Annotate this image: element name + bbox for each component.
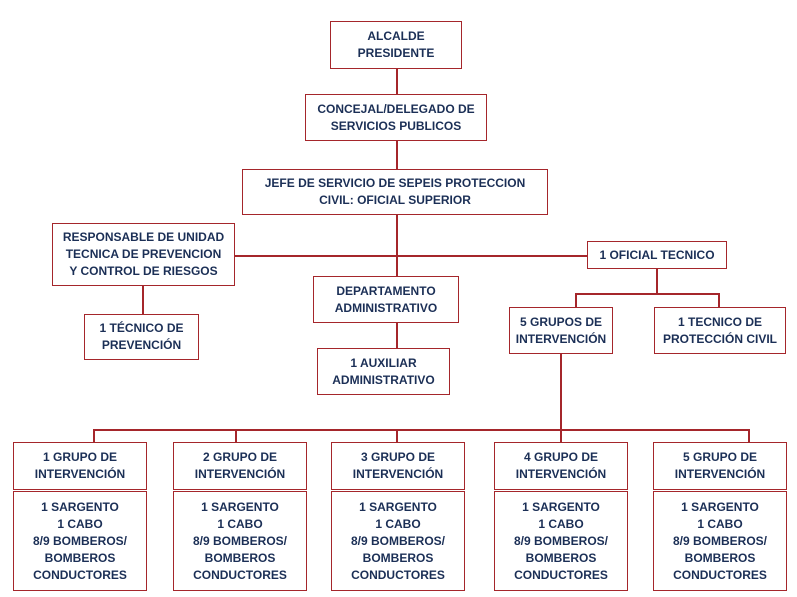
connector-line — [748, 429, 750, 442]
box-line: CONDUCTORES — [33, 567, 127, 582]
box-line: Y CONTROL DE RIESGOS — [69, 264, 218, 278]
alcalde-box: ALCALDE PRESIDENTE — [330, 21, 462, 69]
box-line: BOMBEROS — [684, 550, 756, 565]
grupo-intervencion-title-box: 2 GRUPO DE INTERVENCIÓN — [173, 442, 307, 490]
grupo-intervencion-members-box: 1 SARGENTO 1 CABO 8/9 BOMBEROS/ BOMBEROS… — [653, 491, 787, 591]
cinco-grupos-box: 5 GRUPOS DE INTERVENCIÓN — [509, 307, 613, 354]
box-line: 4 GRUPO DE — [523, 450, 598, 464]
box-line: 5 GRUPO DE — [682, 450, 757, 464]
box-line: 1 TÉCNICO DE — [99, 321, 184, 335]
grupo-intervencion-members-box: 1 SARGENTO 1 CABO 8/9 BOMBEROS/ BOMBEROS… — [13, 491, 147, 591]
box-line: 1 GRUPO DE — [42, 450, 117, 464]
box-line: 1 SARGENTO — [201, 499, 279, 514]
connector-line — [235, 429, 237, 442]
auxiliar-administrativo-box: 1 AUXILIAR ADMINISTRATIVO — [317, 348, 450, 395]
box-line: PRESIDENTE — [357, 46, 435, 60]
box-line: BOMBEROS — [44, 550, 116, 565]
box-line: TECNICA DE PREVENCION — [65, 247, 222, 261]
box-line: 2 GRUPO DE — [202, 450, 277, 464]
connector-line — [575, 293, 577, 307]
connector-line — [142, 286, 144, 315]
connector-line — [396, 323, 398, 348]
grupo-intervencion-title-box: 4 GRUPO DE INTERVENCIÓN — [494, 442, 628, 490]
box-line: RESPONSABLE DE UNIDAD — [62, 230, 225, 244]
box-line: 1 OFICIAL TECNICO — [599, 247, 715, 262]
connector-line — [560, 354, 562, 430]
jefe-servicio-box: JEFE DE SERVICIO DE SEPEIS PROTECCION CI… — [242, 169, 548, 215]
departamento-administrativo-box: DEPARTAMENTO ADMINISTRATIVO — [313, 276, 459, 323]
box-line: 1 AUXILIAR — [350, 355, 417, 370]
box-line: 1 SARGENTO — [681, 499, 759, 514]
box-line: 5 GRUPOS DE — [519, 314, 603, 329]
connector-line — [656, 269, 658, 294]
grupo-intervencion-members-box: 1 SARGENTO 1 CABO 8/9 BOMBEROS/ BOMBEROS… — [331, 491, 465, 591]
box-line: ALCALDE — [367, 29, 425, 43]
grupo-intervencion-title-box: 1 GRUPO DE INTERVENCIÓN — [13, 442, 147, 490]
concejal-box: CONCEJAL/DELEGADO DE SERVICIOS PUBLICOS — [305, 94, 487, 141]
box-line: 1 SARGENTO — [41, 499, 119, 514]
box-line: CIVIL: OFICIAL SUPERIOR — [319, 193, 471, 207]
box-line: 1 CABO — [697, 516, 743, 531]
box-line: 1 SARGENTO — [359, 499, 437, 514]
oficial-tecnico-box: 1 OFICIAL TECNICO — [587, 241, 727, 269]
box-line: 1 CABO — [57, 516, 103, 531]
connector-line — [396, 69, 398, 95]
box-line: BOMBEROS — [525, 550, 597, 565]
box-line: ADMINISTRATIVO — [334, 300, 438, 315]
box-line: 1 CABO — [375, 516, 421, 531]
box-line: INTERVENCIÓN — [352, 467, 444, 481]
tecnico-prevencion-box: 1 TÉCNICO DE PREVENCIÓN — [84, 314, 199, 360]
box-line: 1 TECNICO DE — [677, 314, 762, 329]
box-line: 8/9 BOMBEROS/ — [672, 533, 768, 548]
box-line: INTERVENCIÓN — [515, 467, 607, 481]
box-line: 3 GRUPO DE — [360, 450, 435, 464]
box-line: 8/9 BOMBEROS/ — [350, 533, 446, 548]
responsable-unidad-box: RESPONSABLE DE UNIDAD TECNICA DE PREVENC… — [52, 223, 235, 286]
box-line: BOMBEROS — [204, 550, 276, 565]
box-line: CONDUCTORES — [673, 567, 767, 582]
box-line: JEFE DE SERVICIO DE SEPEIS PROTECCION — [264, 176, 526, 190]
box-line: 1 SARGENTO — [522, 499, 600, 514]
box-line: 1 CABO — [538, 516, 584, 531]
box-line: 8/9 BOMBEROS/ — [192, 533, 288, 548]
box-line: CONDUCTORES — [351, 567, 445, 582]
box-line: CONCEJAL/DELEGADO DE — [317, 101, 475, 116]
box-line: CONDUCTORES — [193, 567, 287, 582]
connector-line — [235, 255, 587, 257]
box-line: INTERVENCIÓN — [194, 467, 286, 481]
grupo-intervencion-members-box: 1 SARGENTO 1 CABO 8/9 BOMBEROS/ BOMBEROS… — [494, 491, 628, 591]
box-line: DEPARTAMENTO — [336, 283, 436, 298]
box-line: CONDUCTORES — [514, 567, 608, 582]
grupo-intervencion-members-box: 1 SARGENTO 1 CABO 8/9 BOMBEROS/ BOMBEROS… — [173, 491, 307, 591]
box-line: PREVENCIÓN — [101, 338, 182, 352]
connector-line — [396, 429, 398, 442]
box-line: 8/9 BOMBEROS/ — [32, 533, 128, 548]
connector-line — [575, 293, 719, 295]
box-line: 8/9 BOMBEROS/ — [513, 533, 609, 548]
box-line: PROTECCIÓN CIVIL — [662, 331, 777, 346]
connector-line — [93, 429, 95, 442]
connector-line — [396, 141, 398, 169]
box-line: 1 CABO — [217, 516, 263, 531]
grupo-intervencion-title-box: 5 GRUPO DE INTERVENCIÓN — [653, 442, 787, 490]
grupo-intervencion-title-box: 3 GRUPO DE INTERVENCIÓN — [331, 442, 465, 490]
connector-line — [93, 429, 749, 431]
box-line: SERVICIOS PUBLICOS — [330, 118, 462, 133]
connector-line — [718, 293, 720, 307]
box-line: ADMINISTRATIVO — [332, 372, 435, 387]
box-line: BOMBEROS — [362, 550, 434, 565]
box-line: INTERVENCIÓN — [34, 467, 126, 481]
box-line: INTERVENCIÓN — [515, 331, 607, 346]
box-line: INTERVENCIÓN — [674, 467, 766, 481]
tecnico-proteccion-civil-box: 1 TECNICO DE PROTECCIÓN CIVIL — [654, 307, 786, 354]
connector-line — [396, 215, 398, 278]
connector-line — [560, 429, 562, 442]
